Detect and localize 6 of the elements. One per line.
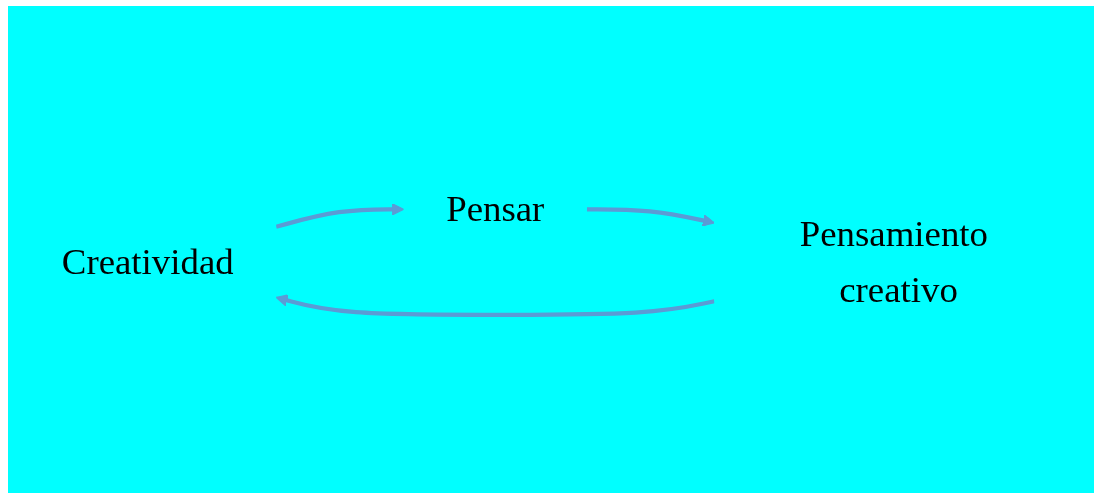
arrow (275, 294, 715, 317)
arrow (586, 207, 715, 227)
node-text: Pensar (446, 188, 545, 230)
node-text: Pensamiento creativo (799, 213, 989, 311)
node-text: Creatividad (61, 241, 234, 283)
arrow (275, 203, 405, 229)
